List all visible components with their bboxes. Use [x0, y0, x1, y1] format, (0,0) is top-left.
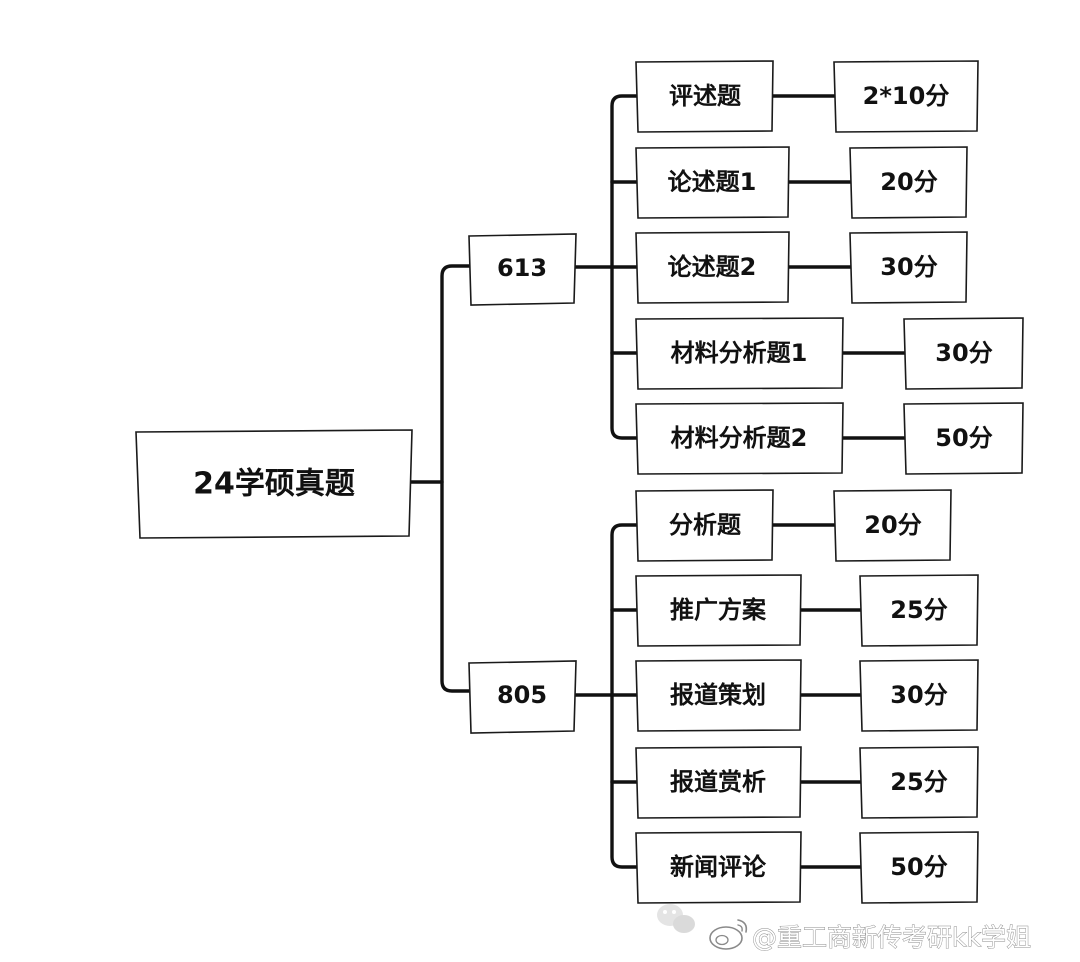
score-label: 2*10分 [863, 82, 950, 110]
score-label: 20分 [880, 168, 937, 196]
question-node: 分析题 [635, 489, 774, 562]
score-node-box [859, 831, 979, 904]
question-label: 推广方案 [670, 596, 767, 624]
score-node: 2*10分 [833, 60, 979, 133]
score-label: 50分 [935, 424, 992, 452]
branch-node-805-label: 805 [497, 681, 547, 709]
root-node: 24学硕真题 [135, 429, 413, 539]
score-node-box [859, 746, 979, 819]
question-label: 报道赏析 [670, 768, 766, 796]
question-node: 材料分析题1 [635, 317, 844, 390]
score-label: 25分 [890, 768, 947, 796]
question-node: 推广方案 [635, 574, 802, 647]
branch-node-805-box [468, 660, 577, 734]
score-label: 50分 [890, 853, 947, 881]
question-node-box [635, 60, 774, 133]
question-node: 新闻评论 [635, 831, 802, 904]
score-node-box [849, 231, 968, 304]
score-node: 30分 [859, 659, 979, 732]
score-node-box [849, 146, 968, 219]
score-node: 20分 [849, 146, 968, 219]
question-node-box [635, 402, 844, 475]
score-node: 50分 [859, 831, 979, 904]
question-label: 论述题1 [668, 168, 757, 196]
question-label: 论述题2 [668, 253, 757, 281]
question-label: 评述题 [669, 82, 741, 110]
score-node-box [903, 402, 1024, 475]
wechat-logo-icon [657, 904, 695, 933]
question-label: 分析题 [669, 511, 741, 539]
score-node: 30分 [849, 231, 968, 304]
branch-node-613: 613 [468, 233, 577, 306]
score-label: 30分 [880, 253, 937, 281]
connector-lines [403, 94, 908, 869]
watermark: @重工商新传考研kk学姐 [657, 904, 1031, 952]
score-node-box [859, 659, 979, 732]
question-node-box [635, 317, 844, 390]
branch-node-613-box [468, 233, 577, 306]
branch-node-805: 805 [468, 660, 577, 734]
question-node-box [635, 746, 802, 819]
score-node: 20分 [833, 489, 952, 562]
question-label: 材料分析题1 [671, 339, 808, 367]
question-node: 报道赏析 [635, 746, 802, 819]
question-label: 材料分析题2 [671, 424, 808, 452]
question-node: 评述题 [635, 60, 774, 133]
branch-node-613-label: 613 [497, 254, 547, 282]
score-node: 50分 [903, 402, 1024, 475]
question-node-box [635, 146, 790, 219]
watermark-text: @重工商新传考研kk学姐 [752, 923, 1031, 952]
root-node-box [135, 429, 413, 539]
question-node: 论述题2 [635, 231, 790, 304]
score-node: 25分 [859, 574, 979, 647]
score-label: 30分 [890, 681, 947, 709]
score-label: 25分 [890, 596, 947, 624]
question-label: 新闻评论 [670, 853, 767, 881]
score-label: 30分 [935, 339, 992, 367]
score-node: 30分 [903, 317, 1024, 390]
branch-trunk [440, 264, 472, 693]
question-node-box [635, 231, 790, 304]
question-label: 报道策划 [670, 681, 766, 709]
score-node-box [903, 317, 1024, 390]
score-node-box [833, 60, 979, 133]
root-node-label: 24学硕真题 [193, 467, 355, 502]
question-node: 材料分析题2 [635, 402, 844, 475]
question-node-box [635, 659, 802, 732]
question-node-box [635, 831, 802, 904]
question-node-box [635, 574, 802, 647]
score-label: 20分 [864, 511, 921, 539]
score-node-box [859, 574, 979, 647]
question-node: 报道策划 [635, 659, 802, 732]
weibo-logo-icon [709, 919, 748, 950]
score-node-box [833, 489, 952, 562]
question-node: 论述题1 [635, 146, 790, 219]
question-node-box [635, 489, 774, 562]
score-node: 25分 [859, 746, 979, 819]
